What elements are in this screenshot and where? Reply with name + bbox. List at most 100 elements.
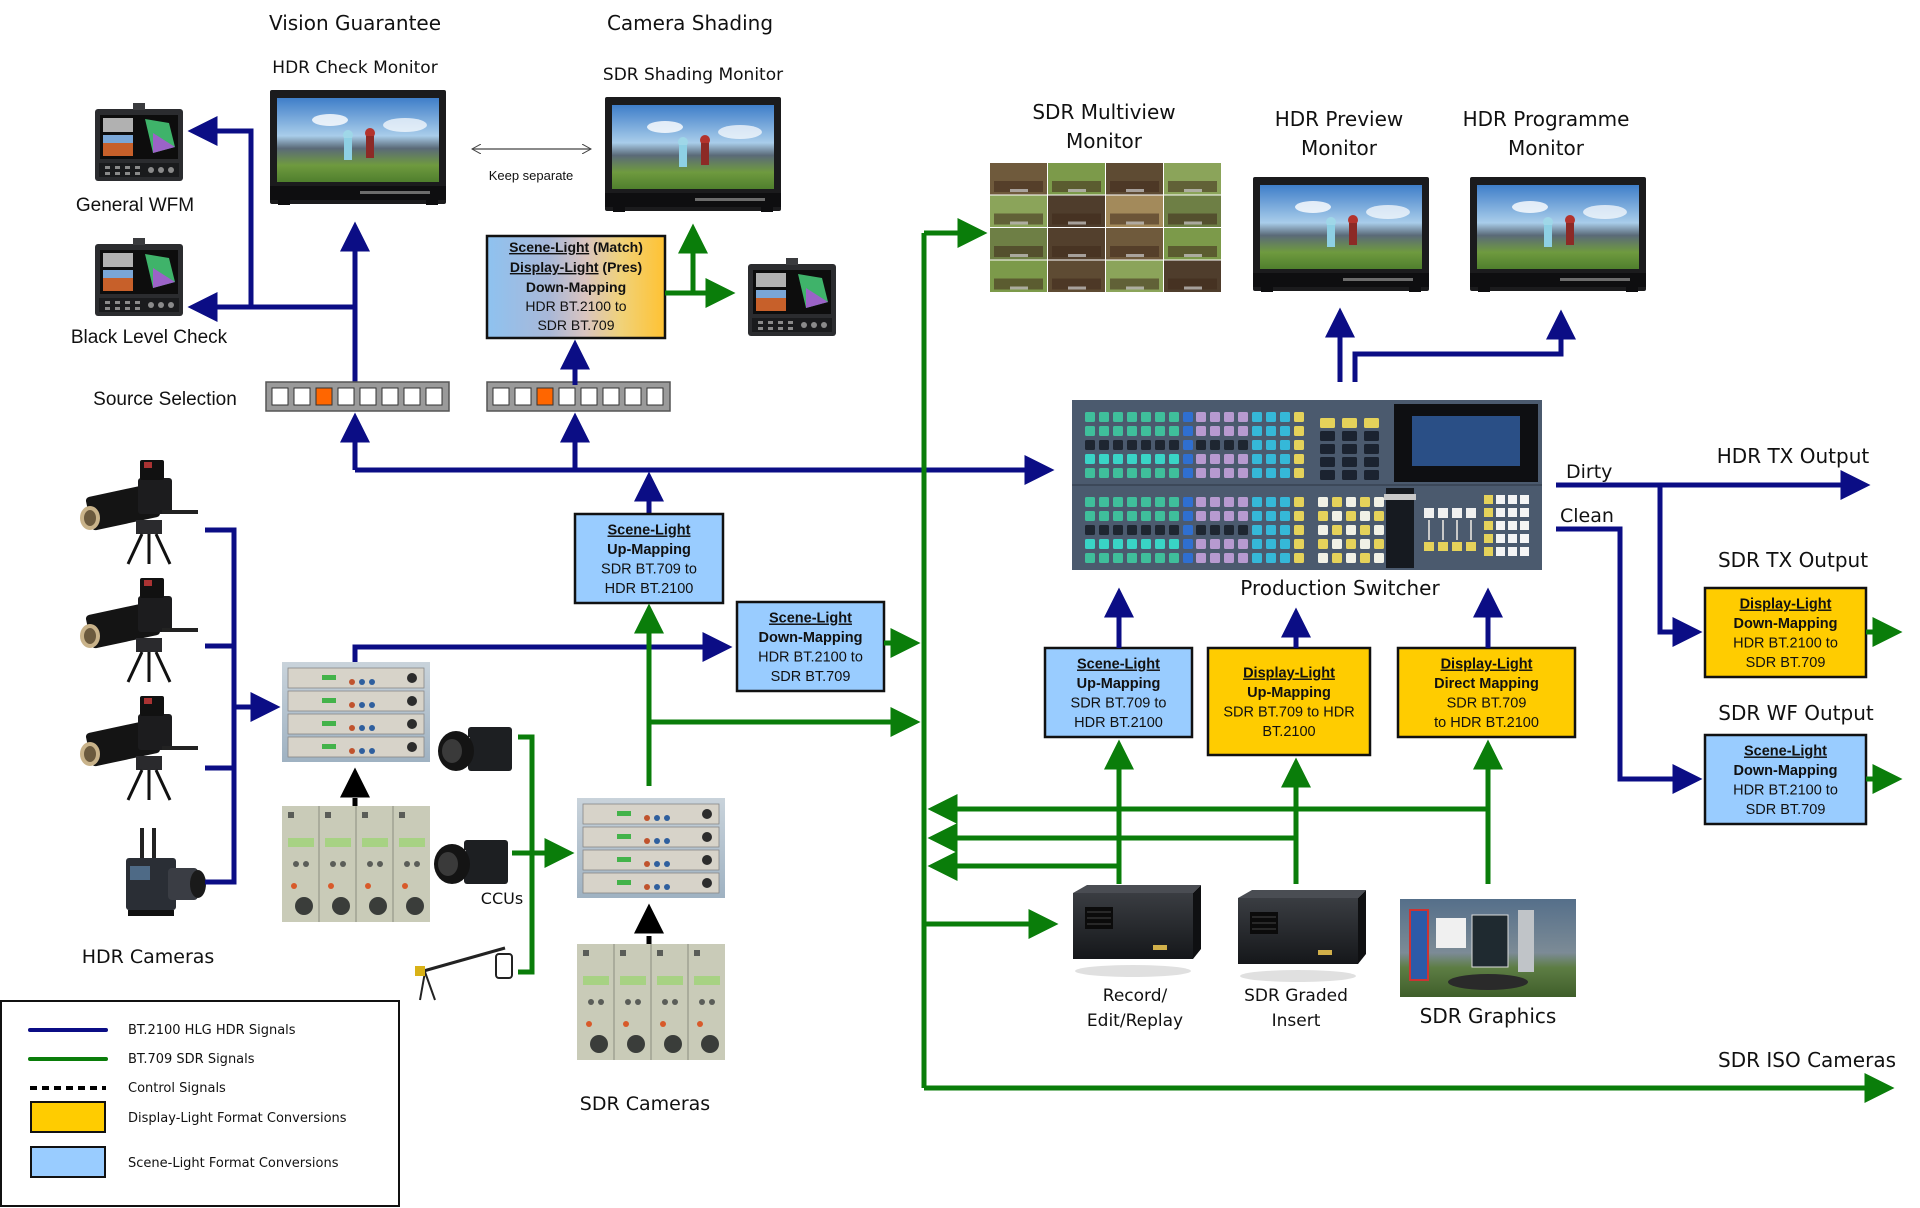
switcher-keypad-button[interactable] [1342, 470, 1357, 480]
switcher-crosspoint-button[interactable] [1141, 426, 1151, 436]
switcher-crosspoint-button[interactable] [1099, 454, 1109, 464]
source-button[interactable] [403, 387, 421, 406]
switcher-crosspoint-button[interactable] [1169, 468, 1179, 478]
switcher-crosspoint-button[interactable] [1183, 497, 1193, 507]
switcher-numeric-button[interactable] [1508, 547, 1517, 556]
switcher-numeric-button[interactable] [1496, 508, 1505, 517]
switcher-function-button[interactable] [1318, 525, 1328, 535]
switcher-crosspoint-button[interactable] [1196, 539, 1206, 549]
switcher-crosspoint-button[interactable] [1224, 454, 1234, 464]
source-button-selected[interactable] [315, 387, 333, 406]
switcher-keypad-button[interactable] [1364, 470, 1379, 480]
switcher-crosspoint-button[interactable] [1183, 440, 1193, 450]
switcher-crosspoint-button[interactable] [1266, 468, 1276, 478]
switcher-crosspoint-button[interactable] [1113, 412, 1123, 422]
switcher-numeric-button[interactable] [1484, 534, 1493, 543]
switcher-crosspoint-button[interactable] [1266, 412, 1276, 422]
switcher-crosspoint-button[interactable] [1085, 525, 1095, 535]
switcher-crosspoint-button[interactable] [1238, 539, 1248, 549]
switcher-crosspoint-button[interactable] [1141, 497, 1151, 507]
switcher-crosspoint-button[interactable] [1252, 539, 1262, 549]
switcher-crosspoint-button[interactable] [1099, 412, 1109, 422]
switcher-crosspoint-button[interactable] [1155, 412, 1165, 422]
switcher-crosspoint-button[interactable] [1141, 440, 1151, 450]
switcher-crosspoint-button[interactable] [1099, 511, 1109, 521]
switcher-crosspoint-button[interactable] [1113, 440, 1123, 450]
source-button[interactable] [425, 387, 443, 406]
switcher-crosspoint-button[interactable] [1280, 497, 1290, 507]
switcher-crosspoint-button[interactable] [1210, 440, 1220, 450]
switcher-crosspoint-button[interactable] [1238, 412, 1248, 422]
switcher-crosspoint-button[interactable] [1294, 454, 1304, 464]
switcher-fader-button[interactable] [1466, 542, 1476, 551]
switcher-numeric-button[interactable] [1520, 508, 1529, 517]
switcher-crosspoint-button[interactable] [1252, 511, 1262, 521]
switcher-numeric-button[interactable] [1520, 547, 1529, 556]
switcher-crosspoint-button[interactable] [1155, 511, 1165, 521]
switcher-crosspoint-button[interactable] [1113, 539, 1123, 549]
switcher-crosspoint-button[interactable] [1169, 511, 1179, 521]
switcher-crosspoint-button[interactable] [1099, 497, 1109, 507]
switcher-crosspoint-button[interactable] [1099, 525, 1109, 535]
switcher-crosspoint-button[interactable] [1113, 468, 1123, 478]
switcher-crosspoint-button[interactable] [1224, 539, 1234, 549]
switcher-crosspoint-button[interactable] [1169, 553, 1179, 563]
switcher-crosspoint-button[interactable] [1127, 412, 1137, 422]
switcher-crosspoint-button[interactable] [1210, 511, 1220, 521]
switcher-crosspoint-button[interactable] [1169, 426, 1179, 436]
switcher-crosspoint-button[interactable] [1085, 468, 1095, 478]
switcher-crosspoint-button[interactable] [1266, 426, 1276, 436]
switcher-crosspoint-button[interactable] [1196, 525, 1206, 535]
switcher-crosspoint-button[interactable] [1224, 511, 1234, 521]
switcher-fader-button[interactable] [1452, 508, 1462, 518]
switcher-crosspoint-button[interactable] [1127, 497, 1137, 507]
switcher-crosspoint-button[interactable] [1266, 497, 1276, 507]
source-button-selected[interactable] [536, 387, 554, 406]
switcher-function-button[interactable] [1318, 511, 1328, 521]
switcher-crosspoint-button[interactable] [1127, 539, 1137, 549]
source-button[interactable] [381, 387, 399, 406]
switcher-crosspoint-button[interactable] [1113, 426, 1123, 436]
switcher-crosspoint-button[interactable] [1252, 454, 1262, 464]
source-button[interactable] [337, 387, 355, 406]
switcher-keypad-button[interactable] [1342, 457, 1357, 467]
switcher-crosspoint-button[interactable] [1169, 497, 1179, 507]
switcher-crosspoint-button[interactable] [1280, 412, 1290, 422]
switcher-crosspoint-button[interactable] [1127, 553, 1137, 563]
switcher-crosspoint-button[interactable] [1280, 525, 1290, 535]
switcher-crosspoint-button[interactable] [1169, 412, 1179, 422]
switcher-numeric-button[interactable] [1496, 534, 1505, 543]
source-button[interactable] [492, 387, 510, 406]
switcher-crosspoint-button[interactable] [1210, 468, 1220, 478]
switcher-crosspoint-button[interactable] [1210, 525, 1220, 535]
switcher-crosspoint-button[interactable] [1294, 412, 1304, 422]
switcher-keypad-button[interactable] [1364, 444, 1379, 454]
switcher-crosspoint-button[interactable] [1113, 454, 1123, 464]
switcher-keypad-button[interactable] [1320, 470, 1335, 480]
switcher-crosspoint-button[interactable] [1183, 539, 1193, 549]
switcher-fader-button[interactable] [1438, 542, 1448, 551]
switcher-function-button[interactable] [1346, 511, 1356, 521]
switcher-crosspoint-button[interactable] [1113, 497, 1123, 507]
switcher-crosspoint-button[interactable] [1238, 497, 1248, 507]
switcher-crosspoint-button[interactable] [1210, 426, 1220, 436]
switcher-keypad-button[interactable] [1320, 444, 1335, 454]
switcher-numeric-button[interactable] [1520, 534, 1529, 543]
switcher-crosspoint-button[interactable] [1141, 468, 1151, 478]
switcher-crosspoint-button[interactable] [1238, 525, 1248, 535]
switcher-crosspoint-button[interactable] [1266, 553, 1276, 563]
switcher-crosspoint-button[interactable] [1183, 454, 1193, 464]
switcher-crosspoint-button[interactable] [1183, 553, 1193, 563]
switcher-crosspoint-button[interactable] [1280, 511, 1290, 521]
switcher-crosspoint-button[interactable] [1210, 539, 1220, 549]
switcher-crosspoint-button[interactable] [1127, 454, 1137, 464]
switcher-crosspoint-button[interactable] [1099, 426, 1109, 436]
switcher-crosspoint-button[interactable] [1127, 440, 1137, 450]
switcher-crosspoint-button[interactable] [1183, 525, 1193, 535]
switcher-crosspoint-button[interactable] [1252, 412, 1262, 422]
switcher-function-button[interactable] [1332, 539, 1342, 549]
source-button[interactable] [624, 387, 642, 406]
switcher-crosspoint-button[interactable] [1127, 426, 1137, 436]
switcher-keypad-button[interactable] [1342, 431, 1357, 441]
switcher-crosspoint-button[interactable] [1085, 454, 1095, 464]
